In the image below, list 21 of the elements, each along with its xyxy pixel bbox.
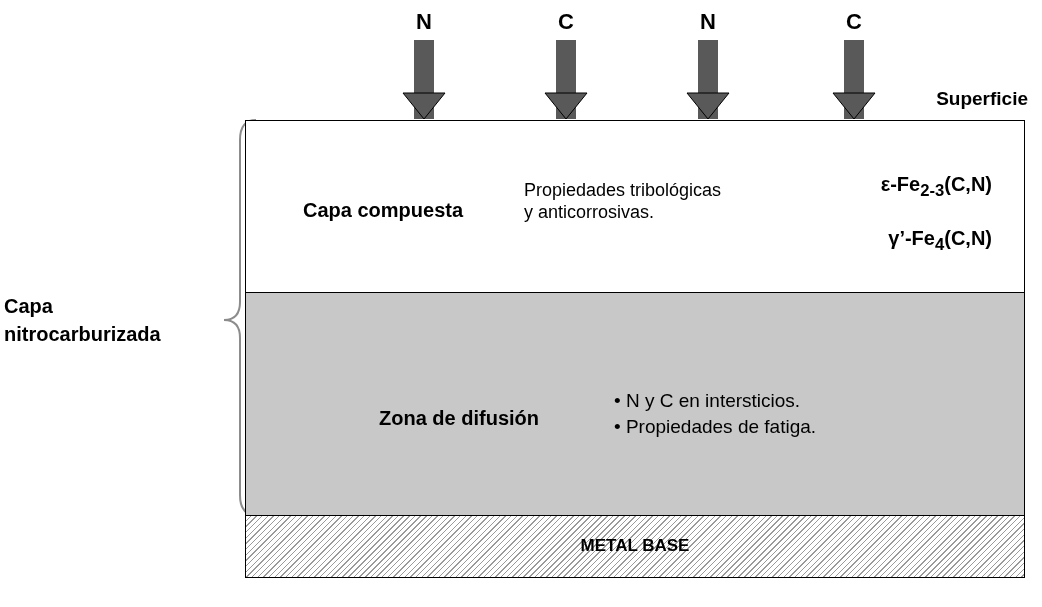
layer-bracket-label: Capa nitrocarburizada — [4, 294, 162, 347]
block-arrow — [402, 40, 446, 120]
layer-title: METAL BASE — [579, 536, 691, 556]
diffusion-zone-layer — [245, 292, 1025, 516]
surface-label: Superficie — [936, 88, 1028, 110]
bullet-item: • N y C en intersticios. — [614, 389, 802, 413]
element-symbol: N — [694, 8, 722, 36]
layer-title: Zona de difusión — [379, 407, 539, 430]
bullet-item: • Propiedades de fatiga. — [614, 415, 817, 439]
property-text: Propiedades tribológicas y anticorrosivas. — [524, 179, 723, 223]
phase-formula: ε-Fe$_{2-3}$(C,N) — [880, 173, 992, 201]
layer-title: Capa compuesta — [303, 199, 464, 222]
phase-formula: γ’-Fe$_{4}$(C,N) — [888, 227, 992, 255]
element-symbol: C — [840, 8, 868, 36]
compound-layer — [245, 120, 1025, 293]
block-arrow — [544, 40, 588, 120]
element-symbol: N — [410, 8, 438, 36]
element-symbol: C — [552, 8, 580, 36]
block-arrow — [832, 40, 876, 120]
hatched-base-layer — [245, 515, 1025, 578]
block-arrow — [686, 40, 730, 120]
